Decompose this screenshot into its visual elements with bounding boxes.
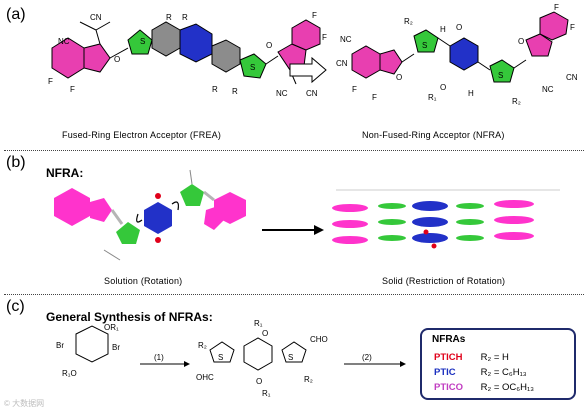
atom-nc: NC <box>340 35 352 44</box>
atom-o: O <box>456 23 462 32</box>
step-2-label: (2) <box>362 353 372 362</box>
nfra-heading: NFRA: <box>46 166 84 180</box>
atom-r1o: R₁O <box>62 369 77 378</box>
atom-o: O <box>396 73 402 82</box>
atom-cho: CHO <box>310 335 328 344</box>
panel-label-c: (c) <box>6 298 25 315</box>
atom-s: S <box>498 71 503 80</box>
atom-f: F <box>352 85 357 94</box>
atom-br: Br <box>112 343 120 352</box>
atom-o: O <box>262 329 268 338</box>
compound-name: PTICO <box>434 382 464 393</box>
compound-formula: R₂ = C₆H₁₃ <box>480 367 527 378</box>
atom-br: Br <box>56 341 64 350</box>
nfra-structure: NC CN F F O R₂ S H O O R₁ H S R₂ F F O N… <box>336 3 578 106</box>
atom-s: S <box>288 353 293 362</box>
atom-s: S <box>140 37 145 46</box>
atom-r2: R₂ <box>198 341 207 350</box>
compound-row: PTICO R₂ = OC₆H₁₃ <box>434 382 534 393</box>
nfra-caption: Non-Fused-Ring Acceptor (NFRA) <box>362 130 505 140</box>
atom-s: S <box>250 63 255 72</box>
atom-o: O <box>266 41 272 50</box>
atom-o: O <box>440 83 446 92</box>
rotation-illustration <box>54 169 560 261</box>
atom-s: S <box>218 353 223 362</box>
atom-f: F <box>570 23 575 32</box>
synthesis-heading: General Synthesis of NFRAs: <box>46 310 213 324</box>
panel-label-b: (b) <box>6 154 26 171</box>
atom-r: R <box>166 13 172 22</box>
atom-f: F <box>70 85 75 94</box>
atom-h: H <box>468 89 474 98</box>
atom-f: F <box>554 3 559 12</box>
atom-ohc: OHC <box>196 373 214 382</box>
atom-f: F <box>372 93 377 102</box>
atom-r: R <box>182 13 188 22</box>
frea-nfra-structures: CN NC O F F S S R R R R F F O NC CN NC C… <box>48 3 578 106</box>
atom-f: F <box>312 11 317 20</box>
solution-caption: Solution (Rotation) <box>104 276 183 286</box>
atom-f: F <box>48 77 53 86</box>
section-divider <box>4 150 584 151</box>
atom-f: F <box>322 33 327 42</box>
atom-r1: R₁ <box>428 93 437 102</box>
frea-fused-core: S S R R R R <box>127 13 267 96</box>
section-divider <box>4 294 584 295</box>
atom-r: R <box>232 87 238 96</box>
atom-cn: CN <box>90 13 102 22</box>
compound-formula: R₂ = H <box>480 352 509 363</box>
frea-left-endgroup: CN NC O F F <box>48 13 120 94</box>
frea-caption: Fused-Ring Electron Acceptor (FREA) <box>62 130 222 140</box>
atom-r: R <box>212 85 218 94</box>
nfras-box: NFRAs PTICH R₂ = H PTIC R₂ = C₆H₁₃ PTICO… <box>420 328 576 400</box>
frea-right-endgroup: F F O NC CN <box>266 11 327 98</box>
compound-name: PTICH <box>434 352 463 363</box>
solution-molecule <box>54 169 246 261</box>
atom-nc: NC <box>276 89 288 98</box>
atom-or1: OR₁ <box>104 323 119 332</box>
compound-row: PTICH R₂ = H <box>434 352 509 363</box>
compound-name: PTIC <box>434 367 456 378</box>
atom-o: O <box>256 377 262 386</box>
atom-h: H <box>440 25 446 34</box>
solid-stack <box>332 189 560 249</box>
step-1-label: (1) <box>154 353 164 362</box>
nfras-box-title: NFRAs <box>432 334 466 345</box>
atom-nc: NC <box>58 37 70 46</box>
atom-r2: R₂ <box>304 375 313 384</box>
atom-or1: R₁ <box>254 319 263 328</box>
atom-s: S <box>422 41 427 50</box>
open-arrow-icon <box>289 56 327 84</box>
synthesis-scheme: Br Br OR₁ R₁O (1) R₂ S OHC R₁ O O R₁ S C… <box>56 319 406 398</box>
atom-cn: CN <box>306 89 318 98</box>
atom-r2: R₂ <box>404 17 413 26</box>
atom-o: O <box>518 37 524 46</box>
atom-r2: R₂ <box>512 97 521 106</box>
watermark: © 大数据网 <box>4 399 45 408</box>
atom-cn: CN <box>566 73 578 82</box>
atom-o: O <box>114 55 120 64</box>
atom-nc: NC <box>542 85 554 94</box>
compound-formula: R₂ = OC₆H₁₃ <box>480 382 535 393</box>
panel-label-a: (a) <box>6 6 26 23</box>
atom-cn: CN <box>336 59 348 68</box>
atom-r1: R₁ <box>262 389 271 398</box>
solid-caption: Solid (Restriction of Rotation) <box>382 276 506 286</box>
compound-row: PTIC R₂ = C₆H₁₃ <box>434 367 527 378</box>
